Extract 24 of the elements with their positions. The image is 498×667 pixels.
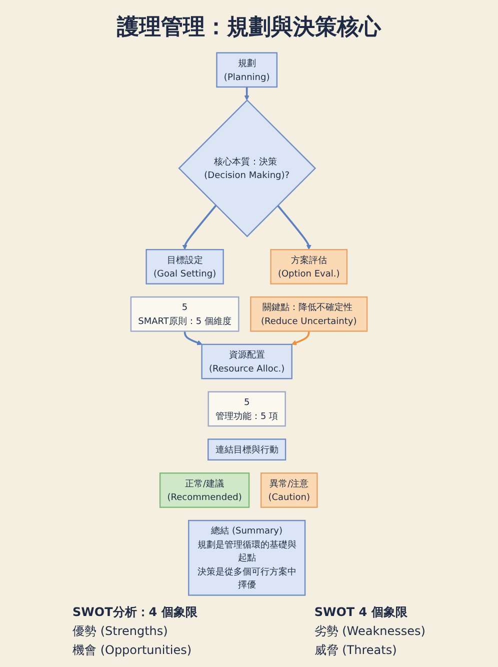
- arrow: [244, 87, 250, 100]
- list-item: 劣勢 (Weaknesses): [314, 623, 426, 640]
- node-box: 5 SMART原則：5 個維度: [130, 296, 240, 332]
- title: 護理管理：規劃與決策核心: [117, 14, 381, 42]
- arrow: [182, 204, 217, 250]
- node-box: 關鍵點：降低不確定性 (Reduce Uncertainty): [250, 296, 368, 332]
- node-box: 正常/建議 (Recommended): [159, 472, 250, 508]
- list-item: 機會 (Opportunities): [72, 642, 193, 659]
- list-item: 優勢 (Strengths): [72, 623, 169, 640]
- node-box: 目標設定 (Goal Setting): [146, 249, 224, 284]
- arrow: [184, 331, 202, 346]
- list-heading: SWOT分析：4 個象限: [72, 604, 198, 621]
- node-box: 資源配置 (Resource Alloc.): [201, 344, 292, 380]
- node-box: 5 管理功能：5 項: [208, 391, 286, 427]
- node-box: 規劃 (Planning): [216, 52, 278, 88]
- node-box: 方案評估 (Option Eval.): [270, 249, 348, 284]
- arrow: [277, 204, 312, 250]
- arrow: [291, 331, 310, 346]
- list-heading: SWOT 4 個象限: [314, 604, 408, 621]
- node-box: 異常/注意 (Caution): [260, 472, 318, 508]
- node-box: 連結目標與行動: [208, 438, 286, 460]
- node-box: 總結 (Summary) 規劃是管理循環的基礎與起點 決策是從多個可行方案中擇優: [188, 520, 306, 596]
- node-diamond: 核心本質：決策 (Decision Making)?: [178, 99, 316, 238]
- list-item: 威脅 (Threats): [314, 642, 398, 659]
